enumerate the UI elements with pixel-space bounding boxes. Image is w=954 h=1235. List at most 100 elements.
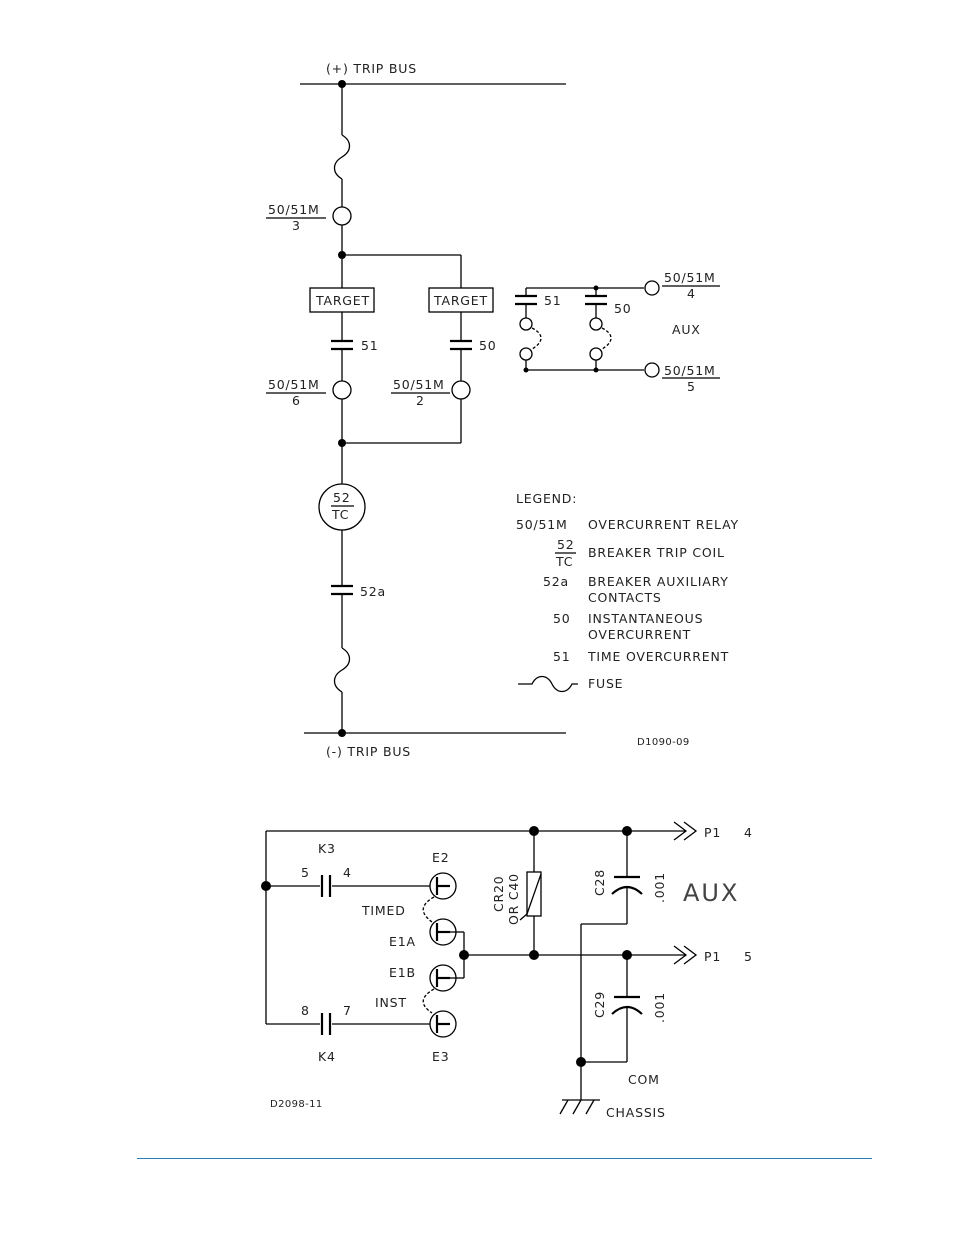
k4-label: K4 — [318, 1049, 336, 1064]
aux-output-diagram: P1 4 K3 5 4 8 7 K4 E2 TIMED E1A — [261, 821, 753, 1120]
fuse-icon — [333, 134, 351, 180]
aux-label: AUX — [672, 322, 701, 337]
aux-terminal-top-den: 4 — [687, 286, 696, 301]
fuse-icon — [333, 647, 351, 693]
e2-label: E2 — [432, 850, 449, 865]
aux-terminal-4 — [644, 280, 660, 296]
legend-desc: TIME OVERCURRENT — [587, 649, 729, 664]
relay-terminal-3 — [332, 206, 352, 226]
relay-top-den: 3 — [292, 218, 301, 233]
legend-symbol-den: TC — [555, 554, 573, 569]
legend-desc: FUSE — [588, 676, 623, 691]
or-c40-label: OR C40 — [506, 873, 521, 925]
relay-left-num: 50/51M — [268, 377, 320, 392]
legend-symbol: 50 — [553, 611, 571, 626]
legend-desc: OVERCURRENT RELAY — [588, 517, 739, 532]
relay-right-num: 50/51M — [393, 377, 445, 392]
k3-pin-right: 4 — [343, 865, 352, 880]
trip-coil-num: 52 — [333, 490, 351, 505]
timed-label: TIMED — [361, 903, 406, 918]
aux-terminal-bottom-den: 5 — [687, 379, 696, 394]
legend-symbol: 50/51M — [516, 517, 568, 532]
connector-arrow-icon — [673, 821, 698, 841]
varistor-slash — [519, 873, 542, 921]
target-left-label: TARGET — [315, 293, 370, 308]
connector-arrow-icon — [673, 945, 698, 965]
relay-terminal-6 — [332, 380, 352, 400]
terminal-e2 — [429, 872, 457, 900]
relay-left-den: 6 — [292, 393, 301, 408]
contact-52a-label: 52a — [360, 584, 386, 599]
legend-symbol: 52a — [543, 574, 569, 589]
legend-symbol: 51 — [553, 649, 571, 664]
k3-label: K3 — [318, 841, 336, 856]
aux-relay-terminal — [519, 347, 533, 361]
chassis-ground-icon — [559, 1099, 569, 1115]
junction-dot — [593, 367, 599, 373]
drawing-id: D1090-09 — [637, 737, 690, 748]
jumper-link — [422, 988, 435, 1014]
terminal-e3 — [429, 1010, 457, 1038]
junction-dot — [338, 729, 346, 737]
legend-symbol-num: 52 — [557, 537, 575, 552]
junction-dot — [523, 367, 529, 373]
e1a-label: E1A — [389, 934, 416, 949]
aux-terminal-5 — [644, 362, 660, 378]
aux-big-label: AUX — [683, 879, 739, 907]
e1b-label: E1B — [389, 965, 416, 980]
com-label: COM — [628, 1072, 660, 1087]
p1-5-name: P1 — [704, 949, 721, 964]
aux-terminal-top-num: 50/51M — [664, 270, 716, 285]
e3-label: E3 — [432, 1049, 449, 1064]
legend-desc: INSTANTANEOUS — [588, 611, 703, 626]
chassis-label: CHASSIS — [606, 1105, 666, 1120]
relay-terminal-2 — [451, 380, 471, 400]
p1-4-name: P1 — [704, 825, 721, 840]
chassis-ground-icon — [585, 1099, 595, 1115]
p1-4-pin: 4 — [744, 825, 753, 840]
negative-trip-bus-label: (-) TRIP BUS — [326, 744, 411, 759]
inst-label: INST — [375, 995, 407, 1010]
aux-link — [531, 327, 542, 350]
aux-relay-terminal — [589, 347, 603, 361]
footer-rule — [137, 1158, 872, 1159]
relay-top-num: 50/51M — [268, 202, 320, 217]
legend-desc: CONTACTS — [588, 590, 662, 605]
cr20-label: CR20 — [491, 875, 506, 912]
trip-circuit-diagram: (+) TRIP BUS 50/51M 3 TARGET TARGET 51 5… — [266, 61, 739, 759]
k4-pin-left: 8 — [301, 1003, 310, 1018]
aux-contact-51-label: 51 — [544, 293, 562, 308]
junction-dot — [338, 439, 346, 447]
fuse-icon — [518, 675, 578, 693]
junction-dot — [576, 1057, 586, 1067]
aux-link — [601, 327, 612, 350]
c29-label: C29 — [592, 991, 607, 1018]
c29-value: .001 — [652, 992, 667, 1023]
relay-right-den: 2 — [416, 393, 425, 408]
positive-trip-bus-label: (+) TRIP BUS — [326, 61, 417, 76]
aux-contact-50-label: 50 — [614, 301, 632, 316]
contact-51-label: 51 — [361, 338, 379, 353]
target-right-label: TARGET — [433, 293, 488, 308]
aux-terminal-bottom-num: 50/51M — [664, 363, 716, 378]
legend-title: LEGEND: — [516, 491, 577, 506]
aux-relay-terminal — [589, 317, 603, 331]
chassis-ground-icon — [572, 1099, 582, 1115]
trip-coil-den: TC — [331, 507, 349, 522]
jumper-link — [422, 896, 435, 923]
c28-value: .001 — [652, 872, 667, 903]
drawing-id: D2098-11 — [270, 1099, 323, 1110]
p1-5-pin: 5 — [744, 949, 753, 964]
legend-desc: OVERCURRENT — [588, 627, 691, 642]
k4-pin-right: 7 — [343, 1003, 352, 1018]
legend-desc: BREAKER AUXILIARY — [588, 574, 729, 589]
legend-desc: BREAKER TRIP COIL — [588, 545, 725, 560]
k3-pin-left: 5 — [301, 865, 310, 880]
c28-label: C28 — [592, 869, 607, 896]
aux-relay-terminal — [519, 317, 533, 331]
legend: LEGEND: 50/51M OVERCURRENT RELAY 52 TC B… — [516, 491, 739, 693]
contact-50-label: 50 — [479, 338, 497, 353]
aux-contacts-section: 50/51M 4 51 50 — [515, 270, 720, 394]
